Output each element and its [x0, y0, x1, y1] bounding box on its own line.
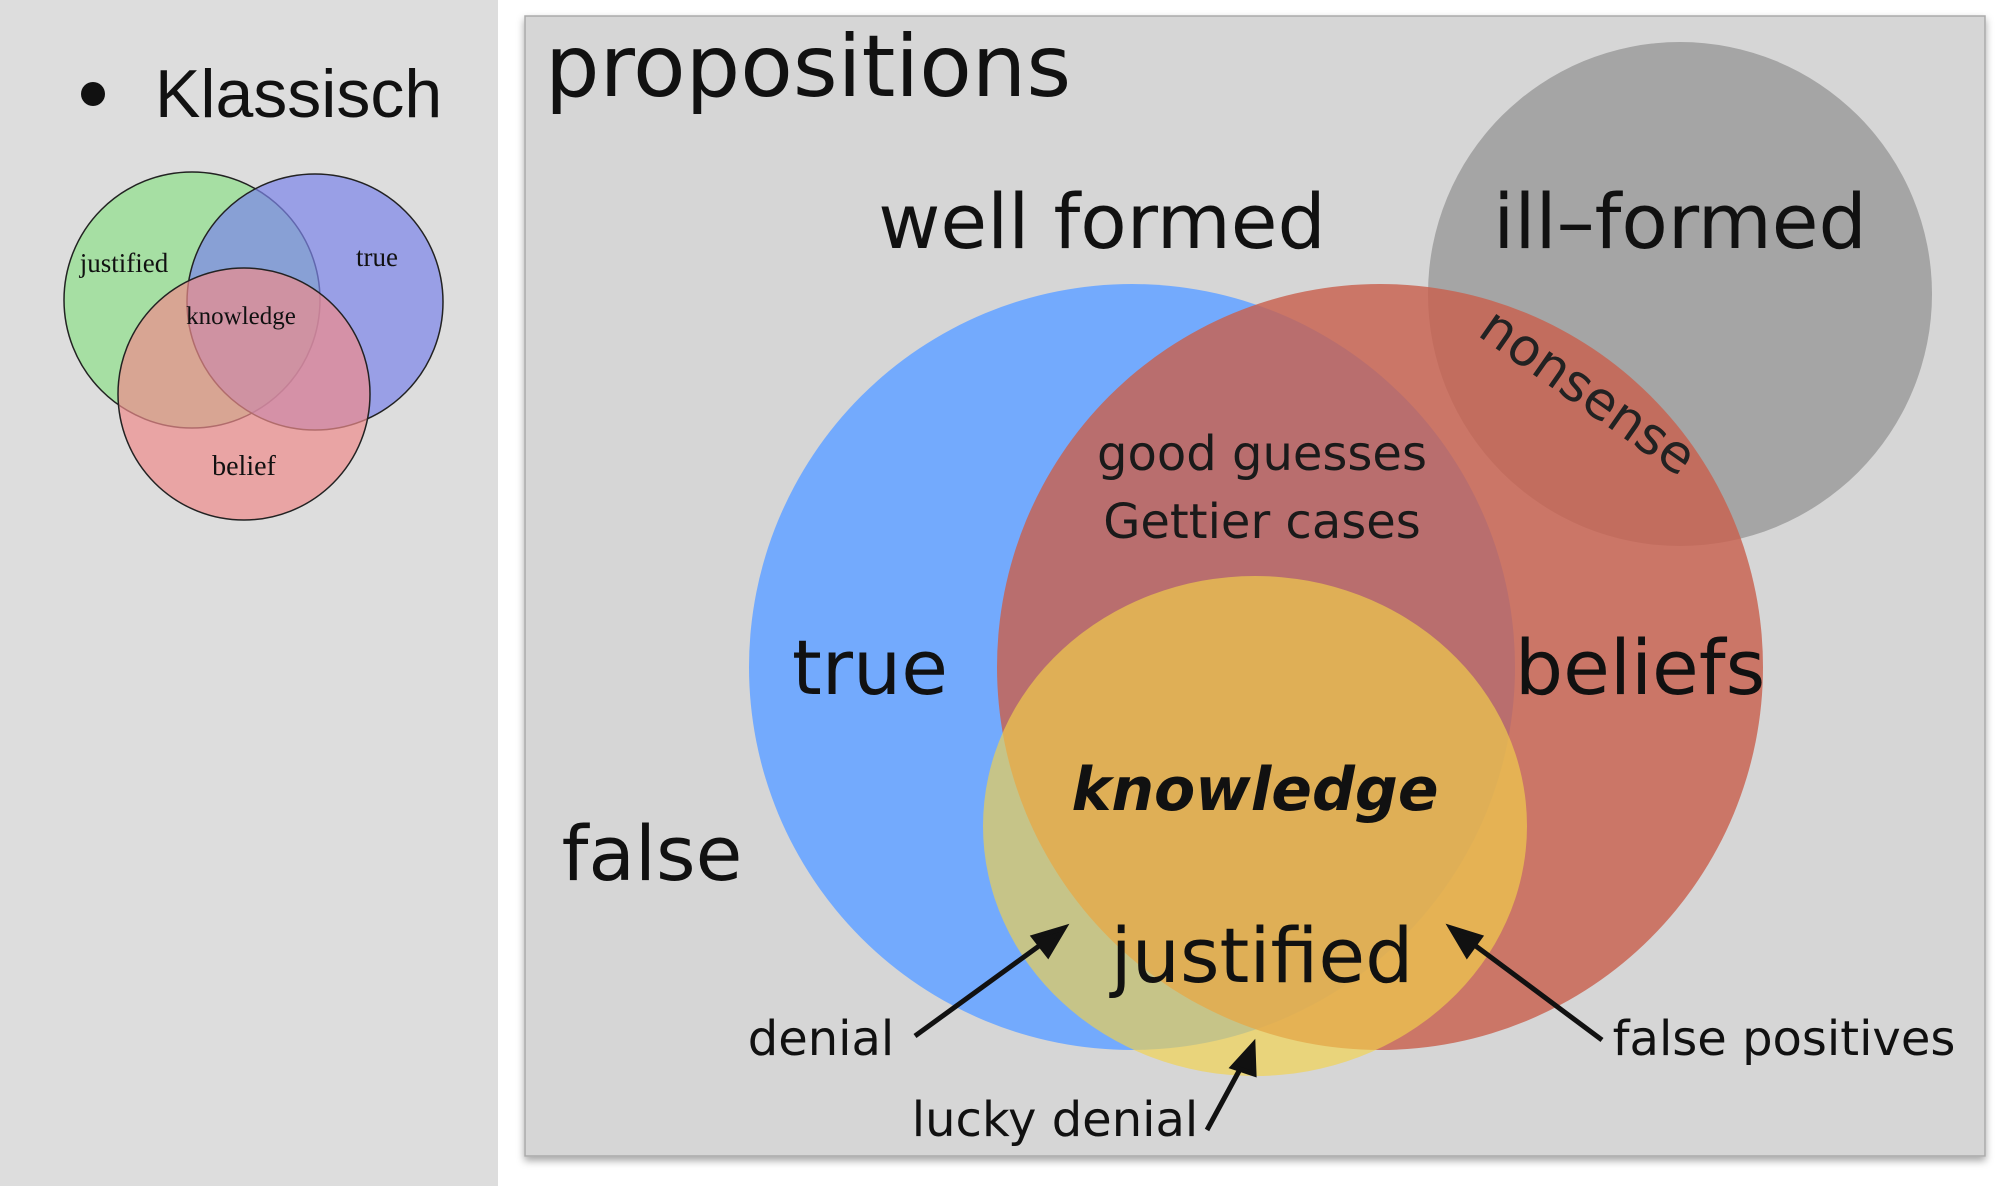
- false-positives-label: false positives: [1613, 1011, 1956, 1067]
- false-label: false: [562, 809, 743, 898]
- well-formed-label: well formed: [878, 177, 1326, 266]
- diagram-title: propositions: [545, 17, 1071, 117]
- false-positives-arrow-line: [1463, 935, 1604, 1043]
- small-true-label: true: [356, 242, 398, 272]
- left-pane: [0, 0, 498, 1186]
- arrows: [913, 923, 1604, 1132]
- small-venn-diagram: justified true knowledge belief: [63, 171, 444, 521]
- bullet-dot: [81, 82, 105, 106]
- small-belief-circle: [117, 267, 371, 521]
- ill-formed-label: ill–formed: [1493, 177, 1867, 266]
- lucky-denial-label: lucky denial: [912, 1092, 1198, 1148]
- denial-arrow-line: [913, 935, 1052, 1039]
- knowledge-label: knowledge: [1071, 755, 1438, 825]
- justified-label: justified: [1109, 911, 1414, 1000]
- false-positives-arrowhead: [1445, 923, 1485, 960]
- lucky-denial-arrowhead: [1228, 1038, 1257, 1078]
- bullet-text: Klassisch: [155, 56, 442, 132]
- justified-circle: [983, 576, 1527, 1076]
- denial-label: denial: [748, 1011, 895, 1067]
- propositions-diagram: propositions well formed ill–formed nons…: [524, 15, 1986, 1157]
- gettier-cases-label: Gettier cases: [1103, 494, 1421, 550]
- small-knowledge-label: knowledge: [186, 303, 296, 330]
- denial-arrowhead: [1029, 923, 1070, 960]
- true-label: true: [792, 623, 948, 712]
- small-belief-label: belief: [212, 451, 276, 482]
- small-justified-label: justified: [79, 248, 169, 278]
- lucky-denial-arrow-line: [1204, 1058, 1248, 1132]
- good-guesses-label: good guesses: [1097, 426, 1427, 482]
- beliefs-label: beliefs: [1515, 623, 1765, 712]
